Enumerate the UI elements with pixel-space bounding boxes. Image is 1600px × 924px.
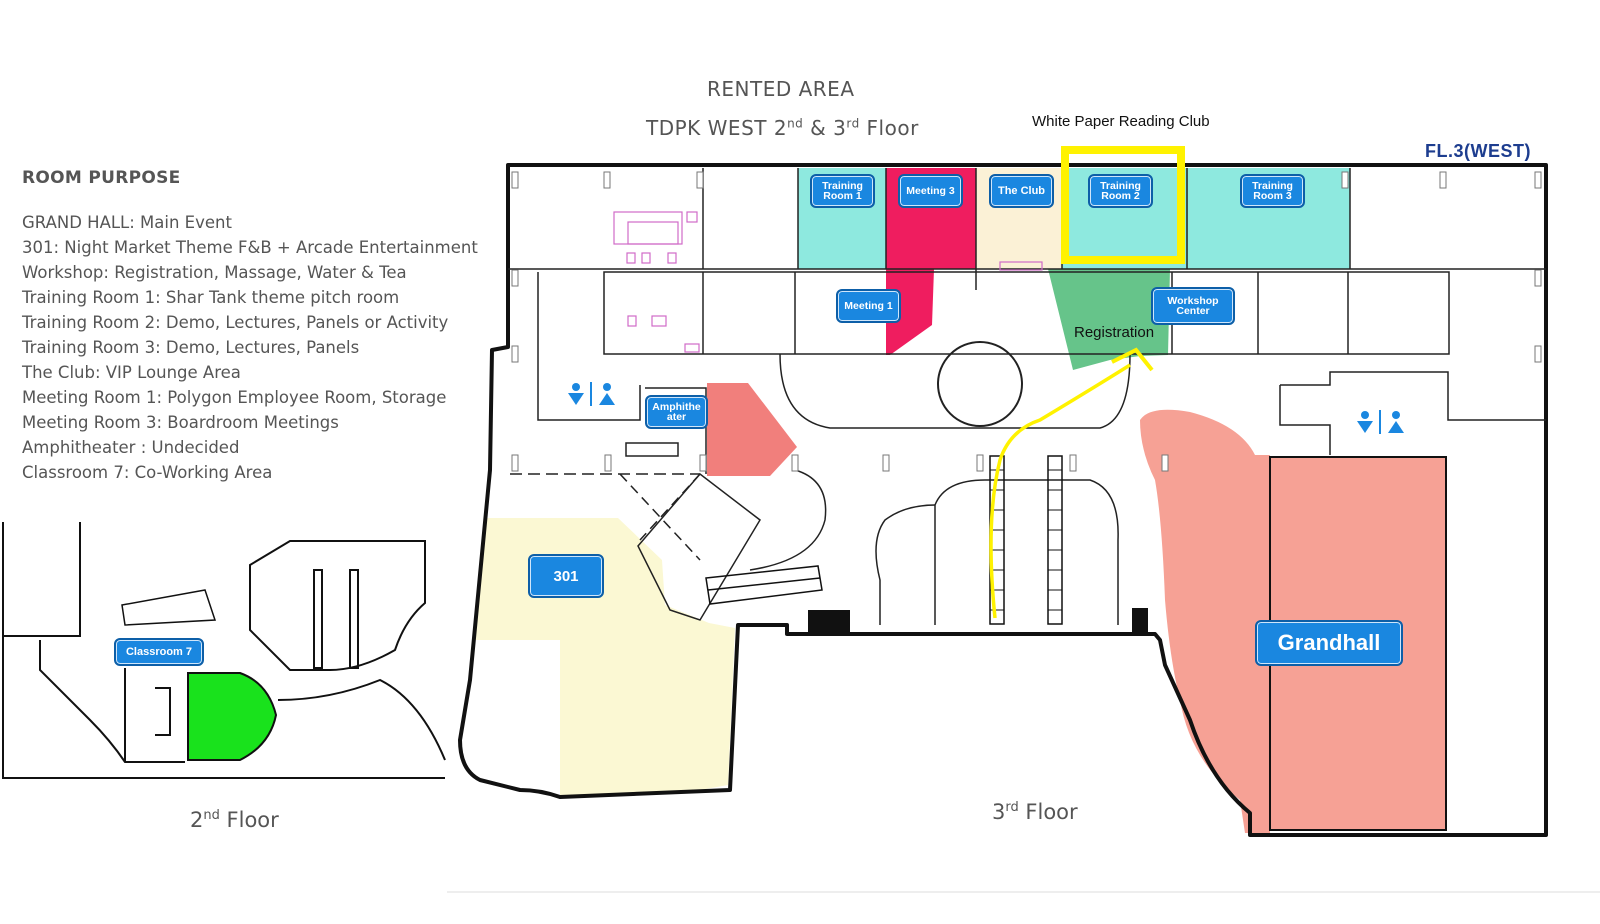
restroom-wall-right <box>1280 371 1546 421</box>
amphi-bench <box>625 442 679 457</box>
badge-meeting-1: Meeting 1 <box>836 289 901 323</box>
legend-item: The Club: VIP Lounge Area <box>22 363 241 382</box>
legend-item: Classroom 7: Co-Working Area <box>22 463 273 482</box>
badge-meeting-3: Meeting 3 <box>898 174 963 208</box>
badge-workshop-center: Workshop Center <box>1151 287 1235 325</box>
escalator-void <box>934 479 1119 625</box>
inner-room-row <box>603 271 1450 355</box>
wall-2f <box>155 687 171 736</box>
third-floor-num: 3 <box>992 800 1006 824</box>
label-registration: Registration <box>1074 324 1155 341</box>
outer-wall-3f <box>458 163 1548 837</box>
second-floor-num: 2 <box>190 808 204 832</box>
header-sup1: nd <box>787 116 804 131</box>
legend-item: Amphitheater : Undecided <box>22 438 240 457</box>
floor-code-label: FL.3(WEST) <box>1425 141 1531 161</box>
badge-classroom-7: Classroom 7 <box>114 638 204 666</box>
badge-training-room-3: Training Room 3 <box>1240 174 1305 208</box>
atrium-circle <box>937 341 1023 427</box>
restroom-wall-left <box>537 272 641 421</box>
header-line2-suffix: Floor <box>859 116 919 140</box>
stair-wall <box>637 472 761 621</box>
restroom-icon-left <box>568 382 615 406</box>
escalators-3f <box>705 455 1063 625</box>
zone-registration <box>1048 269 1170 370</box>
escalator-2f <box>313 569 323 669</box>
legend-item: Meeting Room 3: Boardroom Meetings <box>22 413 339 432</box>
zone-classroom-7 <box>187 672 278 761</box>
lobby-curve <box>779 353 1131 429</box>
legend-item: Training Room 1: Shar Tank theme pitch r… <box>22 288 400 307</box>
header-line2-prefix: TDPK WEST 2 <box>646 116 788 140</box>
white-paper-highlight <box>1061 146 1185 264</box>
badge-training-room-1: Training Room 1 <box>810 174 875 208</box>
third-floor-sup: rd <box>1005 800 1019 815</box>
dashed-partition <box>619 473 701 561</box>
room-purpose-legend: ROOM PURPOSE GRAND HALL: Main Event 301:… <box>22 168 492 485</box>
badge-the-club: The Club <box>989 174 1054 208</box>
pillar-block <box>1132 608 1148 634</box>
escalator-2f <box>349 569 359 669</box>
pillar-block <box>808 610 850 634</box>
wall-2f <box>277 678 446 761</box>
outer-wall-2f <box>2 522 445 779</box>
zone-grandhall-curve <box>1140 409 1270 833</box>
zone-amphitheater <box>707 383 797 476</box>
legend-title: ROOM PURPOSE <box>22 168 181 188</box>
second-floor-sup: nd <box>203 808 220 823</box>
legend-item: Training Room 3: Demo, Lectures, Panels <box>22 338 360 357</box>
furniture-sketch <box>613 211 1043 353</box>
route-arrowhead <box>1111 347 1154 372</box>
legend-item: Training Room 2: Demo, Lectures, Panels … <box>22 313 449 332</box>
restroom-icon-right <box>1357 410 1404 434</box>
wall-2f <box>3 522 81 637</box>
wall-2f <box>249 540 426 671</box>
header-rented-area: RENTED AREA <box>707 77 855 101</box>
wall-2f <box>39 640 185 763</box>
badge-grandhall: Grandhall <box>1255 620 1403 666</box>
curve-wall-mid <box>749 469 827 571</box>
curve-wall-left <box>875 504 936 625</box>
legend-item: Meeting Room 1: Polygon Employee Room, S… <box>22 388 447 407</box>
legend-item: Workshop: Registration, Massage, Water &… <box>22 263 407 282</box>
legend-item: 301: Night Market Theme F&B + Arcade Ent… <box>22 238 478 257</box>
badge-amphitheater: Amphithe ater <box>645 395 708 429</box>
badge-301: 301 <box>528 554 604 598</box>
badge-training-room-2: Training Room 2 <box>1088 174 1153 208</box>
third-floor-word: Floor <box>1018 800 1078 824</box>
label-3rd-floor: 3rd Floor <box>992 800 1078 824</box>
header-building-floors: TDPK WEST 2nd & 3rd Floor <box>646 116 919 140</box>
header-line2-mid: & 3 <box>803 116 847 140</box>
route-to-registration <box>989 363 1131 619</box>
restroom-wall-right-2 <box>1279 385 1331 455</box>
white-paper-note: White Paper Reading Club <box>1032 113 1210 130</box>
stairs-2f <box>121 589 217 626</box>
label-2nd-floor: 2nd Floor <box>190 808 279 832</box>
second-floor-word: Floor <box>219 808 279 832</box>
header-sup2: rd <box>846 116 860 131</box>
legend-item: GRAND HALL: Main Event <box>22 213 232 232</box>
column-markers <box>511 171 1542 472</box>
amphi-door <box>645 387 707 474</box>
